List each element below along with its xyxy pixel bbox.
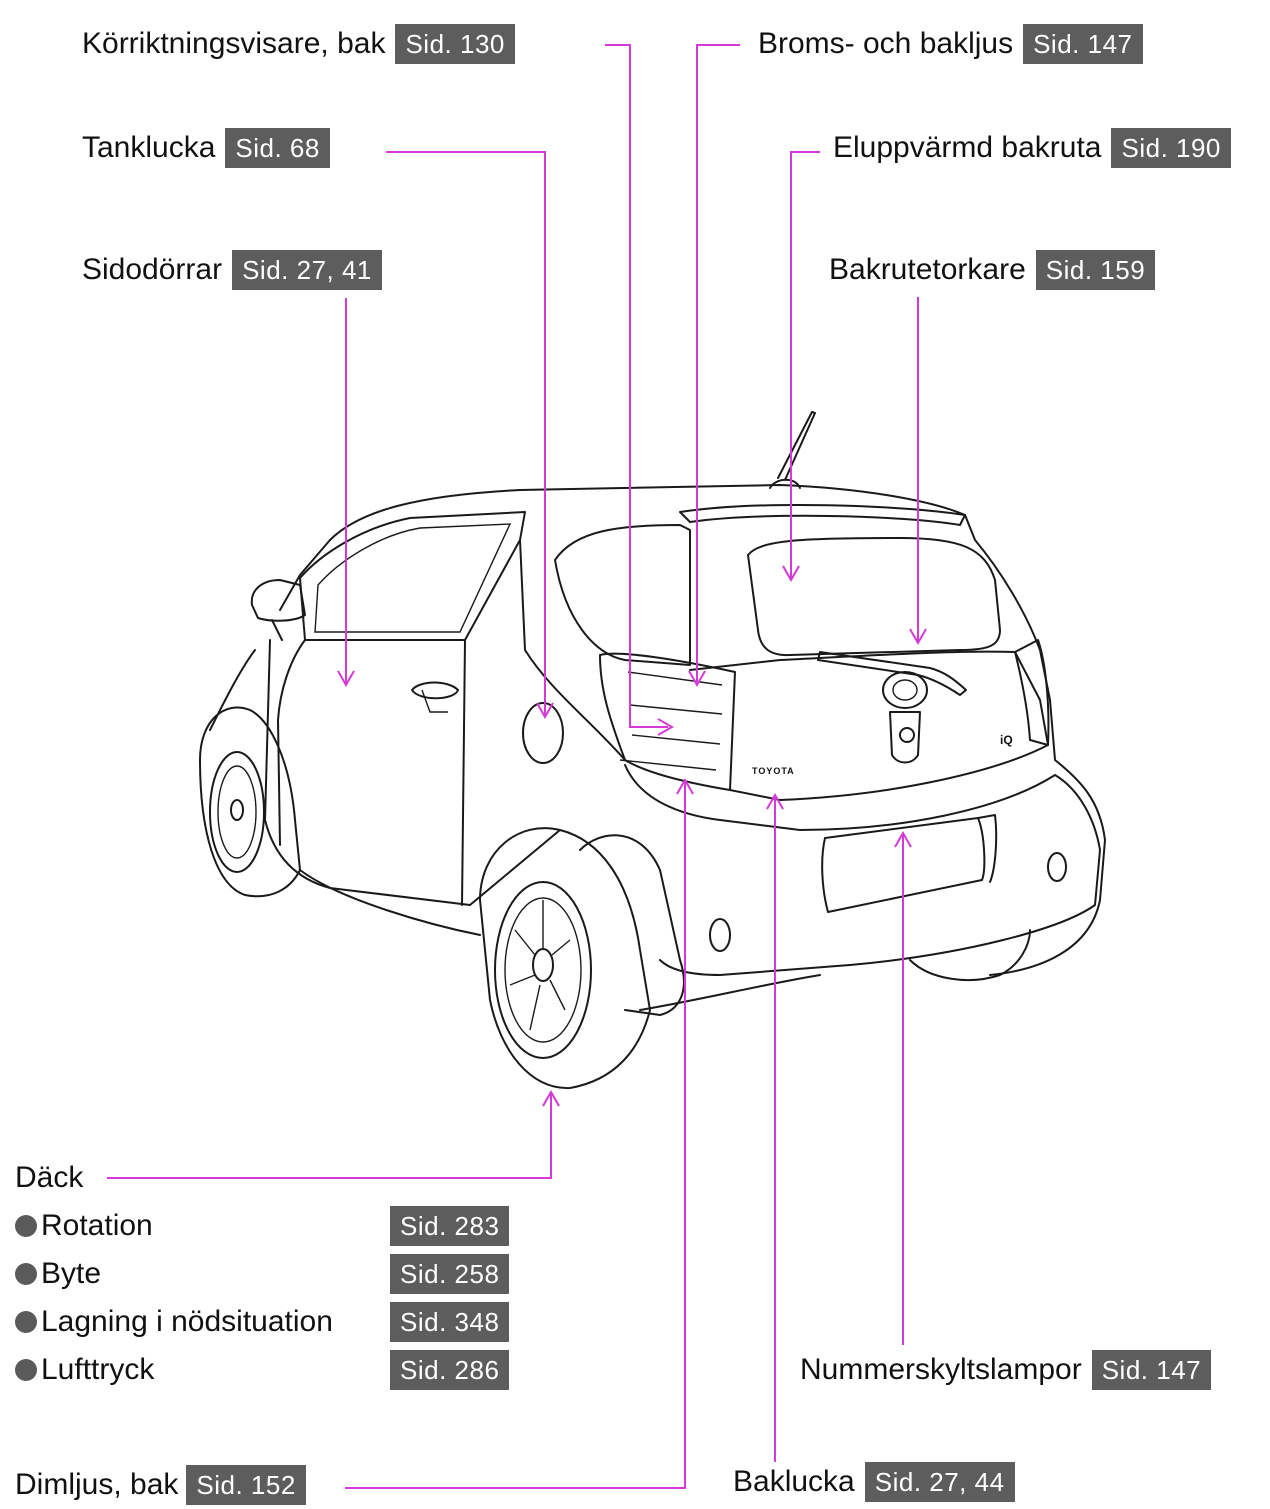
dack-item-rotation: Rotation — [15, 1206, 153, 1246]
dack-item-label: Rotation — [41, 1209, 153, 1242]
callout-dack: Däck — [15, 1158, 83, 1198]
broms-page-badge[interactable]: Sid. 147 — [1023, 24, 1143, 64]
dack-item-lufttryck: Lufttryck — [15, 1350, 154, 1390]
dimljus-label: Dimljus, bak — [15, 1468, 179, 1501]
bullet-icon — [15, 1263, 37, 1285]
callout-sidodorrar: Sidodörrar Sid. 27, 41 — [82, 250, 382, 290]
nummerskylt-page-badge[interactable]: Sid. 147 — [1091, 1350, 1212, 1390]
bakrutetorkare-page-badge[interactable]: Sid. 159 — [1035, 250, 1156, 290]
callout-tanklucka: Tanklucka Sid. 68 — [82, 128, 330, 168]
rotation-page-badge[interactable]: Sid. 283 — [390, 1206, 510, 1246]
eluppvarmd-page-badge[interactable]: Sid. 190 — [1111, 128, 1231, 168]
callout-baklucka: Baklucka Sid. 27, 44 — [733, 1462, 1015, 1502]
leader-lines — [107, 44, 927, 1489]
dack-item-label: Byte — [41, 1257, 102, 1290]
eluppvarmd-label: Eluppvärmd bakruta — [833, 131, 1102, 164]
korriktningsvisare-label: Körriktningsvisare, bak — [82, 27, 386, 60]
dack-item-lagning: Lagning i nödsituation — [15, 1302, 333, 1342]
bullet-icon — [15, 1359, 37, 1381]
byte-page-badge[interactable]: Sid. 258 — [390, 1254, 510, 1294]
nummerskylt-label: Nummerskyltslampor — [800, 1353, 1082, 1386]
dack-label: Däck — [15, 1161, 84, 1194]
bullet-icon — [15, 1215, 37, 1237]
lufttryck-page-badge[interactable]: Sid. 286 — [390, 1350, 510, 1390]
callout-broms: Broms- och bakljus Sid. 147 — [758, 24, 1143, 64]
toyota-wordmark: TOYOTA — [752, 766, 795, 776]
lagning-page-badge[interactable]: Sid. 348 — [390, 1302, 510, 1342]
car-illustration — [199, 411, 1106, 1090]
callout-korriktningsvisare: Körriktningsvisare, bak Sid. 130 — [82, 24, 515, 64]
dack-item-label: Lufttryck — [41, 1353, 155, 1386]
iq-badge: iQ — [1000, 733, 1013, 747]
dimljus-page-badge[interactable]: Sid. 152 — [186, 1465, 306, 1505]
korriktningsvisare-page-badge[interactable]: Sid. 130 — [395, 24, 515, 64]
sidodorrar-page-badge[interactable]: Sid. 27, 41 — [232, 250, 382, 290]
callout-eluppvarmd: Eluppvärmd bakruta Sid. 190 — [833, 128, 1231, 168]
tanklucka-label: Tanklucka — [82, 131, 216, 164]
callout-dimljus: Dimljus, bak Sid. 152 — [15, 1465, 306, 1505]
bakrutetorkare-label: Bakrutetorkare — [829, 253, 1026, 286]
bullet-icon — [15, 1311, 37, 1333]
dack-item-byte: Byte — [15, 1254, 101, 1294]
tanklucka-page-badge[interactable]: Sid. 68 — [225, 128, 330, 168]
baklucka-label: Baklucka — [733, 1465, 855, 1498]
callout-bakrutetorkare: Bakrutetorkare Sid. 159 — [829, 250, 1156, 290]
callout-nummerskylt: Nummerskyltslampor Sid. 147 — [800, 1350, 1212, 1390]
sidodorrar-label: Sidodörrar — [82, 253, 223, 286]
broms-label: Broms- och bakljus — [758, 27, 1014, 60]
baklucka-page-badge[interactable]: Sid. 27, 44 — [864, 1462, 1015, 1502]
dack-item-label: Lagning i nödsituation — [41, 1305, 333, 1338]
